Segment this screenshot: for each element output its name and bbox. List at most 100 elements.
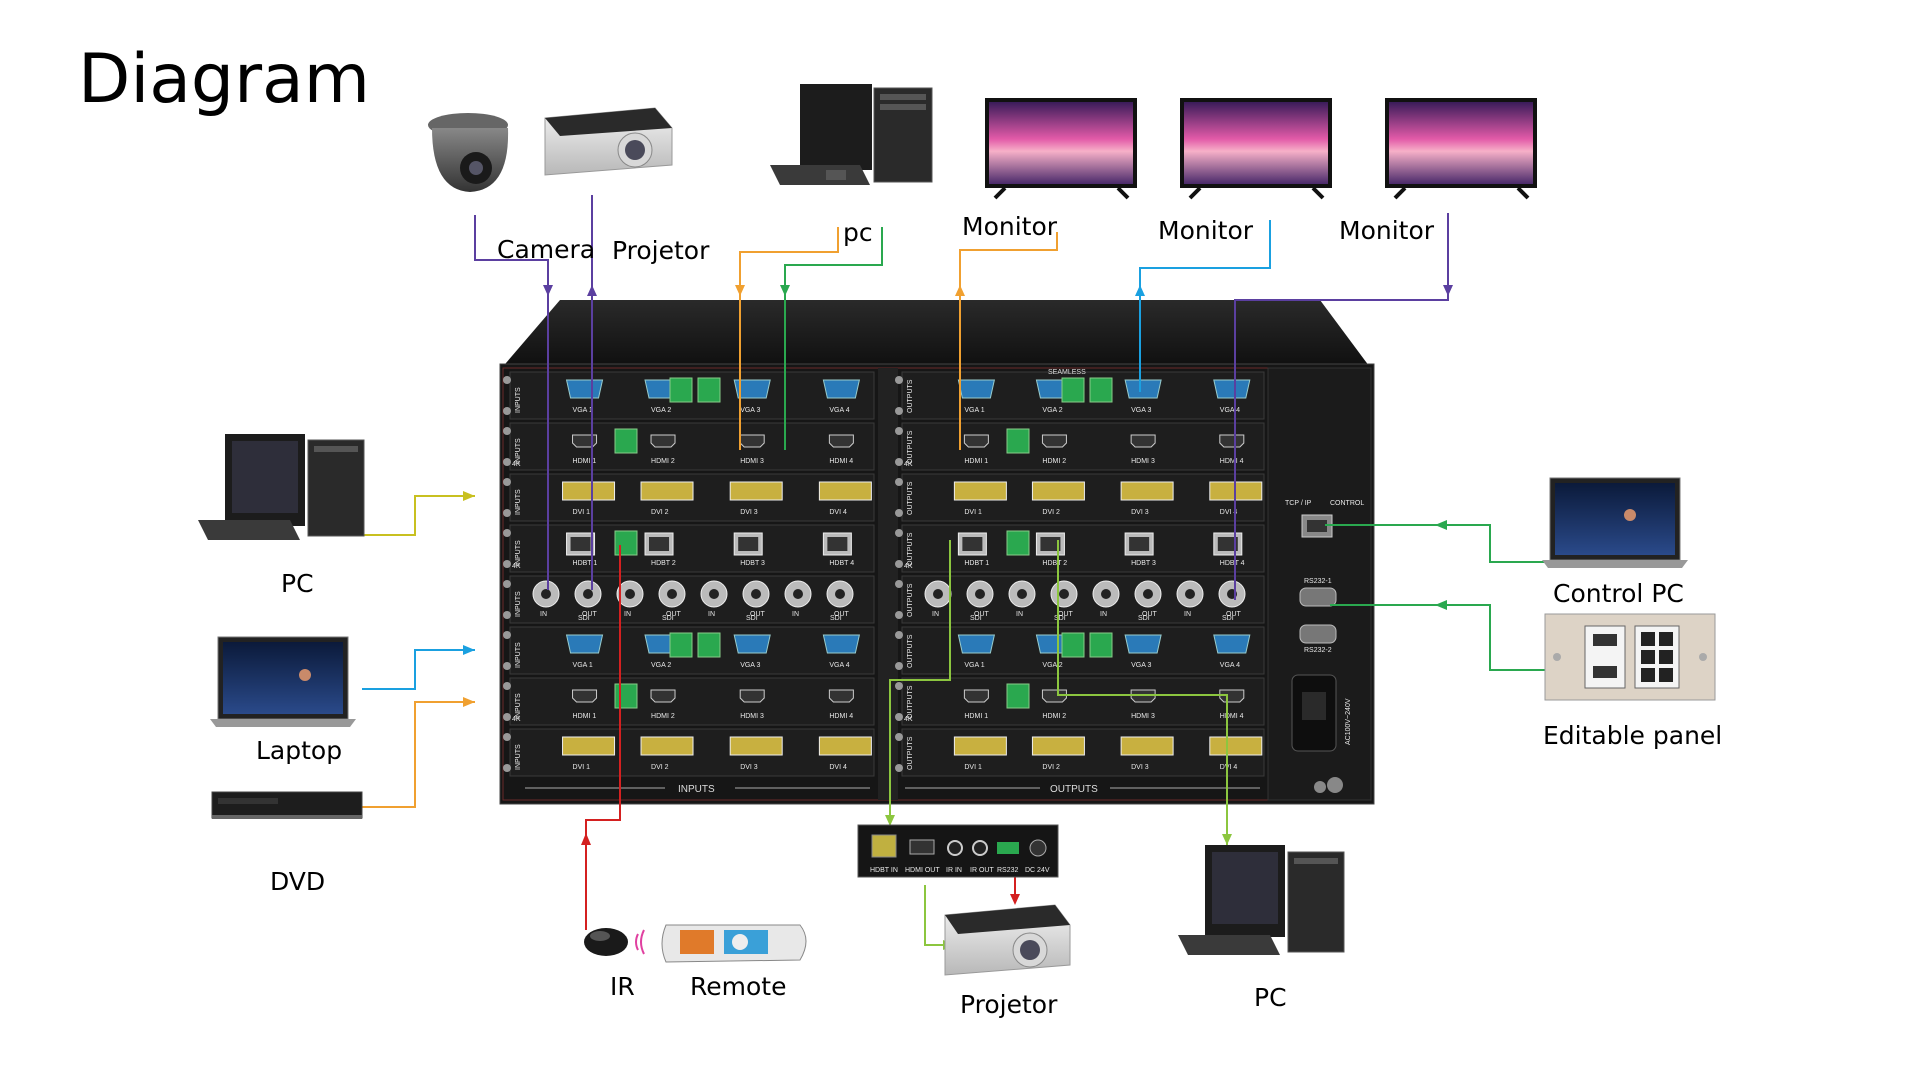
dvi-port <box>562 736 616 756</box>
hdmi-port-label: HDMI 1 <box>573 713 597 720</box>
terminal-block <box>669 632 721 658</box>
sdi-port-label: OUT <box>1058 611 1074 618</box>
screw-icon <box>503 682 511 690</box>
dvi-port <box>1209 736 1263 756</box>
wire-monitor-2 <box>1139 220 1271 392</box>
wire-monitor-1 <box>959 232 1058 450</box>
editable-panel-device <box>1544 613 1716 701</box>
dvi-port <box>1031 736 1085 756</box>
label-camera: Camera <box>497 235 596 264</box>
vga-port-label: VGA 2 <box>651 662 671 669</box>
hdbt-port-label: HDBT 2 <box>651 560 676 567</box>
wire-pc-left <box>362 495 475 536</box>
arrow-receiver-projector-rs232 <box>1010 894 1020 905</box>
screw-icon <box>503 580 511 588</box>
screw-icon <box>503 407 511 415</box>
dvi-port <box>562 481 616 501</box>
wire-ir <box>585 545 621 930</box>
dvi-port-label: DVI 4 <box>829 764 847 771</box>
badge-4k: 4K <box>904 716 913 723</box>
card-side-label: INPUTS <box>515 438 522 464</box>
hdmi-port-label: HDMI 1 <box>964 713 988 720</box>
dvi-port <box>1120 736 1174 756</box>
vga-port <box>1124 379 1162 399</box>
hdbt-port-label: HDBT 3 <box>740 560 765 567</box>
bnc-connector <box>966 580 994 608</box>
sdi-port-label: OUT <box>750 611 766 618</box>
hdmi-port <box>828 434 854 448</box>
hdbt-port <box>733 532 763 556</box>
label-monitor-1: Monitor <box>962 212 1058 241</box>
hdmi-port-label: HDMI 3 <box>1131 713 1155 720</box>
receiver-port-3: IR OUT <box>970 867 994 874</box>
seamless-label: SEAMLESS <box>1048 369 1086 376</box>
label-monitor-2: Monitor <box>1158 216 1254 245</box>
rs232-1-label: RS232-1 <box>1304 578 1332 585</box>
screw-icon <box>895 376 903 384</box>
label-pc-top: pc <box>843 218 873 247</box>
sdi-label: SDI <box>1054 615 1066 622</box>
bnc-connector <box>1050 580 1078 608</box>
dvi-port <box>953 481 1007 501</box>
sdi-label: SDI <box>830 615 842 622</box>
sdi-port-label: OUT <box>1226 611 1242 618</box>
bnc-connector <box>700 580 728 608</box>
remote-device <box>661 924 807 963</box>
card-side-label: OUTPUTS <box>907 634 914 668</box>
bnc-connector <box>1134 580 1162 608</box>
badge-4k: 4K <box>904 563 913 570</box>
hdbt-port-label: HDBT 1 <box>964 560 989 567</box>
wire-camera <box>474 215 549 590</box>
page-title: Diagram <box>78 40 370 119</box>
screw-icon <box>503 529 511 537</box>
arrow-ir <box>581 833 591 845</box>
bnc-connector <box>1008 580 1036 608</box>
wire-editable-panel <box>1330 604 1545 671</box>
hdmi-port <box>1219 434 1245 448</box>
hdbt-port-label: HDBT 4 <box>1220 560 1245 567</box>
monitor-3-device <box>1385 98 1537 200</box>
monitor-2-device <box>1180 98 1332 200</box>
projector-bottom-device <box>944 904 1071 976</box>
arrow-pc-bottom <box>1222 834 1232 845</box>
wire-receiver <box>889 540 951 826</box>
hdbt-port <box>566 532 596 556</box>
sdi-label: SDI <box>970 615 982 622</box>
vga-port <box>957 379 996 399</box>
laptop-device <box>210 636 356 727</box>
arrow-laptop <box>463 645 475 655</box>
arrow-monitor-2 <box>1135 285 1145 296</box>
vga-port <box>1124 634 1162 654</box>
screw-icon <box>503 611 511 619</box>
receiver-port-5: DC 24V <box>1025 867 1050 874</box>
terminal-block <box>1061 632 1113 658</box>
bnc-connector <box>1218 580 1246 608</box>
screw-icon <box>503 631 511 639</box>
pc-left-device <box>198 434 365 540</box>
sdi-port-label: IN <box>1100 611 1107 618</box>
vga-port-label: VGA 1 <box>573 407 593 414</box>
screw-icon <box>895 458 903 466</box>
ir-device <box>584 928 645 956</box>
sdi-port-label: OUT <box>582 611 598 618</box>
bnc-connector <box>616 580 644 608</box>
vga-port <box>1213 379 1251 399</box>
dvi-port-label: DVI 3 <box>1131 764 1149 771</box>
projector-top-device <box>544 107 673 176</box>
vga-port-label: VGA 3 <box>1131 662 1151 669</box>
sdi-port-label: IN <box>1016 611 1023 618</box>
vga-port-label: VGA 3 <box>740 662 760 669</box>
screw-icon <box>895 509 903 517</box>
outputs-label: OUTPUTS <box>1050 784 1098 795</box>
tcp-ip-label: TCP / IP <box>1285 500 1312 507</box>
screw-icon <box>895 580 903 588</box>
bnc-connector <box>742 580 770 608</box>
hdmi-port-label: HDMI 2 <box>1042 458 1066 465</box>
pc-top-device <box>770 84 933 185</box>
hdmi-port-label: HDMI 1 <box>964 458 988 465</box>
label-control-pc: Control PC <box>1553 579 1684 608</box>
